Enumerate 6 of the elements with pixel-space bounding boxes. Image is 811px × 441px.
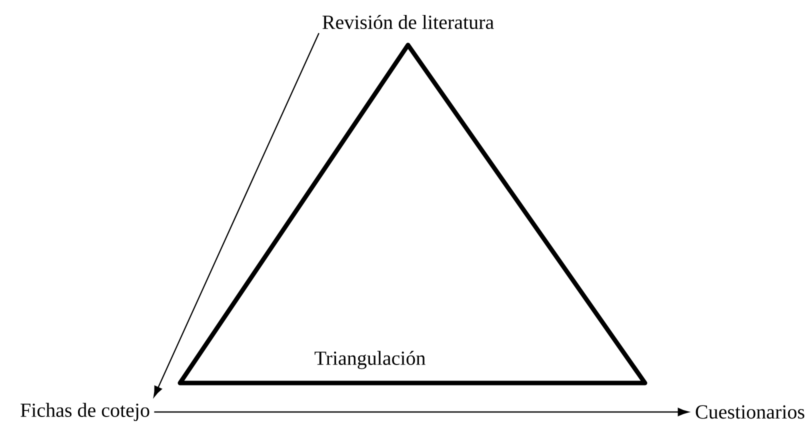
arrow bbox=[154, 408, 689, 416]
triangle: Triangulación bbox=[178, 42, 648, 386]
vertex-label: Cuestionarios bbox=[696, 405, 804, 419]
vertex-label: Revisión de literatura bbox=[322, 14, 494, 30]
arrow bbox=[154, 32, 320, 398]
vertex-label: Fichas de cotejo bbox=[20, 402, 150, 422]
